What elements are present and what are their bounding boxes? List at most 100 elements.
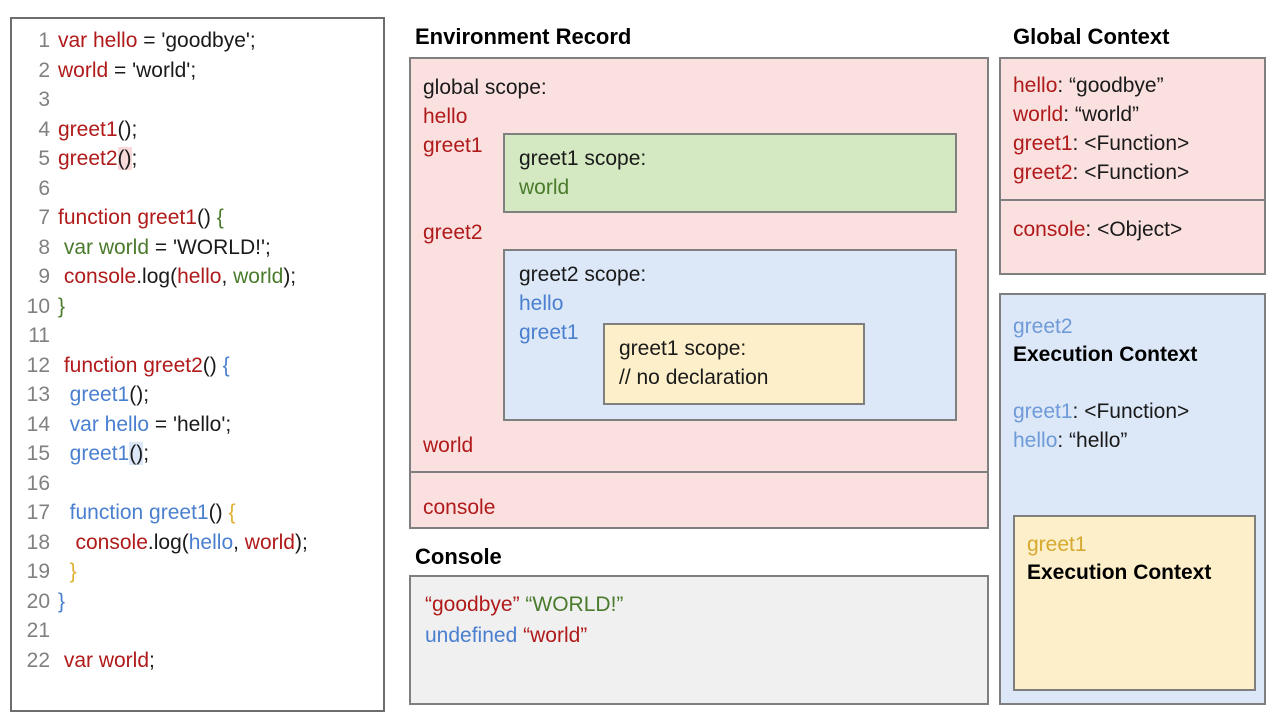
- environment-record-global-scope: global scope: hello greet1 greet2 world …: [411, 59, 987, 471]
- global-context-value: “world”: [1074, 103, 1140, 126]
- code-line: 21: [12, 619, 383, 649]
- code-line-number: 5: [38, 147, 50, 170]
- code-line: 17 function greet1() {: [12, 501, 383, 531]
- greet1-scope-title: greet1 scope:: [519, 147, 647, 170]
- code-line: 4 greet1();: [12, 118, 383, 148]
- code-token: (): [129, 442, 144, 465]
- console-title: Console: [415, 544, 502, 569]
- code-token: (): [196, 206, 217, 229]
- code-token: {: [228, 501, 236, 524]
- code-line-number: 10: [26, 294, 50, 318]
- code-token: greet1: [58, 117, 118, 141]
- code-line: 22 var world;: [12, 649, 383, 679]
- code-line-text: function greet1() {: [58, 206, 224, 230]
- code-line-number: 9: [38, 265, 50, 288]
- greet1-inner-scope-comment: // no declaration: [619, 366, 769, 389]
- global-context-console-entry: console: <Object>: [1013, 218, 1183, 241]
- code-line-text: console.log(hello, world);: [58, 265, 296, 289]
- code-line-text: function greet2() {: [58, 354, 230, 378]
- global-context-console-value: <Object>: [1097, 218, 1183, 241]
- global-context-value: “goodbye”: [1069, 74, 1164, 97]
- code-line-text: greet1();: [58, 118, 137, 142]
- code-token: ,: [221, 265, 234, 288]
- greet1-inner-scope-title: greet1 scope:: [619, 337, 747, 360]
- code-token: console: [58, 265, 137, 288]
- code-line-number: 7: [38, 206, 50, 229]
- code-token: (): [208, 501, 229, 524]
- code-line: 8 var world = 'WORLD!';: [12, 236, 383, 266]
- code-token: ();: [117, 117, 138, 141]
- code-line: 6: [12, 177, 383, 207]
- code-line-number: 6: [38, 176, 50, 200]
- code-token: var world: [58, 235, 150, 259]
- greet2-execution-context-spacer: [1013, 369, 1264, 397]
- code-token: (): [117, 147, 132, 170]
- code-line-text: }: [58, 560, 77, 584]
- global-var-greet1: greet1: [423, 134, 483, 157]
- console-panel: “goodbye” “WORLD!”undefined “world”: [409, 575, 989, 705]
- console-line: “goodbye” “WORLD!”: [425, 589, 987, 620]
- greet2-execution-context-name: greet2: [1013, 315, 1073, 338]
- global-context-value: <Function>: [1084, 161, 1190, 184]
- global-context-console-row: console: <Object>: [1001, 201, 1264, 244]
- code-token: var world: [58, 648, 150, 672]
- global-context-title: Global Context: [1013, 24, 1170, 49]
- code-line-text: var world = 'WORLD!';: [58, 236, 271, 260]
- code-token: );: [294, 530, 308, 554]
- code-token: }: [58, 589, 66, 613]
- code-line-number: 1: [38, 29, 50, 52]
- code-token: world: [233, 265, 284, 288]
- code-token: greet1: [58, 383, 130, 406]
- code-token: );: [283, 265, 297, 288]
- greet2-execution-context-key: hello: [1013, 429, 1058, 452]
- greet2-scope-title: greet2 scope:: [519, 263, 647, 286]
- console-token: undefined: [425, 624, 518, 647]
- code-token: hello: [177, 265, 222, 288]
- code-token: console: [58, 530, 148, 554]
- global-context-panel: hello: “goodbye”world: “world”greet1: <F…: [999, 57, 1266, 275]
- code-token: = 'WORLD!';: [149, 235, 271, 259]
- greet1-scope-var-world: world: [519, 176, 570, 199]
- environment-record-panel: global scope: hello greet1 greet2 world …: [409, 57, 989, 529]
- code-line: 16: [12, 472, 383, 502]
- code-line-number: 21: [26, 619, 50, 642]
- greet2-scope-var-hello: hello: [519, 292, 564, 315]
- code-line-text: function greet1() {: [58, 501, 236, 525]
- greet2-execution-context-entry: greet1: <Function>: [1013, 400, 1190, 423]
- code-token: .log(: [147, 530, 189, 554]
- code-line-text: greet1();: [58, 383, 149, 407]
- greet1-execution-context-name: greet1: [1027, 533, 1087, 556]
- code-line-number: 18: [26, 530, 50, 554]
- code-token: ;: [149, 648, 155, 672]
- greet2-scope-var-greet1: greet1: [519, 321, 579, 344]
- code-line-number: 19: [26, 560, 50, 583]
- code-token: function greet1: [58, 501, 209, 524]
- greet2-execution-context-panel: greet2 Execution Context greet1: <Functi…: [999, 293, 1266, 705]
- code-line-text: var world;: [58, 649, 155, 673]
- code-line-number: 4: [38, 117, 50, 141]
- greet1-inner-scope-box: greet1 scope: // no declaration: [603, 323, 865, 405]
- global-var-greet2: greet2: [423, 221, 483, 244]
- console-token: “goodbye”: [425, 593, 520, 616]
- code-line: 1 var hello = 'goodbye';: [12, 29, 383, 59]
- code-line: 10}: [12, 295, 383, 325]
- code-line-text: }: [58, 295, 65, 319]
- greet2-execution-context-heading: Execution Context: [1013, 343, 1198, 366]
- environment-record-console-label: console: [423, 496, 496, 519]
- greet2-execution-context-value: “hello”: [1069, 429, 1128, 452]
- code-token: world: [58, 58, 109, 82]
- code-line: 11: [12, 324, 383, 354]
- global-context-entry: world: “world”: [1013, 103, 1140, 126]
- greet2-execution-context-variables: greet1: <Function>hello: “hello”: [1013, 397, 1264, 455]
- code-line-text: var hello = 'goodbye';: [58, 29, 256, 53]
- code-line-number: 17: [26, 501, 50, 524]
- code-token: .log(: [136, 265, 178, 288]
- global-context-entry: greet1: <Function>: [1013, 132, 1190, 155]
- code-token: (): [202, 353, 223, 377]
- code-line-number: 15: [26, 442, 50, 465]
- environment-record-title: Environment Record: [415, 24, 632, 49]
- code-token: ();: [129, 383, 150, 406]
- global-context-variables: hello: “goodbye”world: “world”greet1: <F…: [1001, 59, 1264, 199]
